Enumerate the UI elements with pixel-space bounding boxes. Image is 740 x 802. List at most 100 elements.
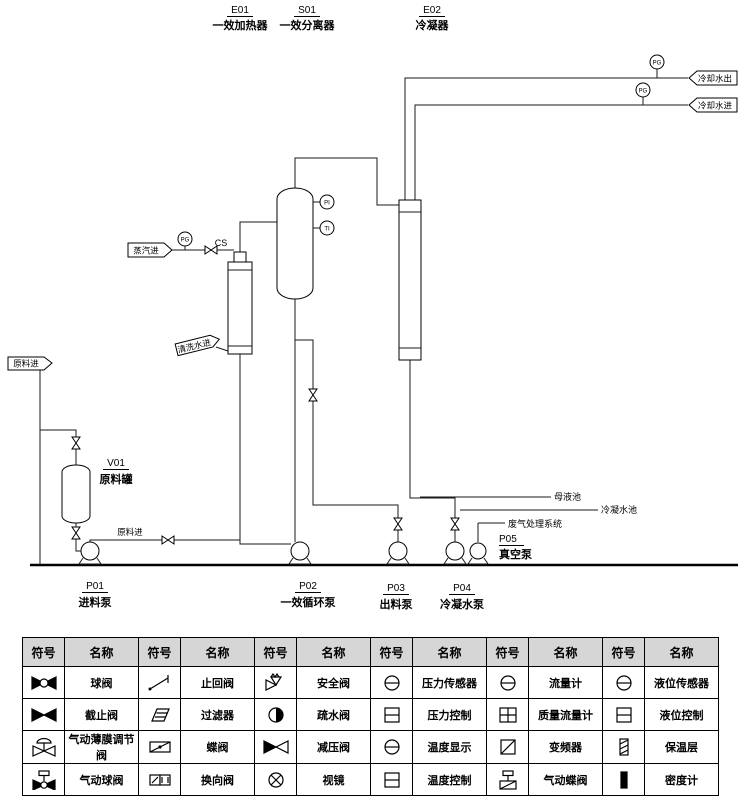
equipment-name-e01: 一效加热器 <box>213 18 269 32</box>
steam-in-flag-label: 蒸汽进 <box>133 246 159 256</box>
pneumatic-diaphragm-control-valve-icon <box>29 737 59 757</box>
equipment-name-p05: 真空泵 <box>499 547 532 561</box>
pressure-control-icon <box>377 706 407 723</box>
cw-out-gauge-label: PG <box>653 61 662 67</box>
vfd-icon <box>493 738 523 755</box>
separator-temp-indicator-icon <box>319 220 335 236</box>
legend-header-symbol: 符号 <box>22 637 65 667</box>
pressure-sensor-icon <box>377 674 407 691</box>
legend-name-cell: 密度计 <box>644 763 719 796</box>
butterfly-valve-icon <box>145 738 175 755</box>
legend-table: 符号名称符号名称符号名称符号名称符号名称符号名称球阀止回阀安全阀压力传感器流量计… <box>22 637 719 796</box>
legend-header-symbol: 符号 <box>370 637 413 667</box>
steam-gauge-label: PG <box>181 238 190 244</box>
legend-header-name: 名称 <box>644 637 719 667</box>
flow-meter-icon <box>493 674 523 691</box>
legend-symbol-cell <box>370 763 413 796</box>
pump-p04-symbol <box>443 541 467 565</box>
legend-symbol-cell <box>22 730 65 764</box>
legend-symbol-cell <box>254 730 297 764</box>
legend-header-name: 名称 <box>412 637 487 667</box>
legend-symbol-cell <box>254 698 297 731</box>
level-sensor-icon <box>609 674 639 691</box>
separator-pressure-indicator-icon <box>319 194 335 210</box>
steam-pressure-gauge-icon <box>177 231 193 247</box>
legend-symbol-cell <box>602 763 645 796</box>
legend-name-cell: 气动蝶阀 <box>528 763 603 796</box>
legend-symbol-cell <box>254 763 297 796</box>
equipment-tag-p01: P01 <box>86 581 104 592</box>
legend-name-cell: 换向阀 <box>180 763 255 796</box>
equipment-name-e02: 冷凝器 <box>416 18 450 32</box>
legend-row: 气动球阀换向阀视镜温度控制气动蝶阀密度计 <box>22 763 719 796</box>
cw-in-gauge-icon <box>635 82 651 98</box>
legend-header-name: 名称 <box>528 637 603 667</box>
equipment-tag-s01: S01 <box>298 5 316 16</box>
mass-flow-meter-icon <box>493 706 523 723</box>
legend-name-cell: 安全阀 <box>296 666 371 699</box>
pump-p05-symbol <box>467 542 489 565</box>
temperature-control-icon <box>377 771 407 788</box>
stream-flags: 蒸汽进 清洗水进 原料进 冷却水出 冷却水进 <box>7 70 738 371</box>
legend-name-cell: 止回阀 <box>180 666 255 699</box>
raw-material-flag-icon <box>7 356 53 371</box>
legend-symbol-cell <box>138 698 181 731</box>
legend-name-cell: 过滤器 <box>180 698 255 731</box>
legend-symbol-cell <box>370 698 413 731</box>
pump-symbols <box>78 541 489 565</box>
ball-valve-icon <box>29 674 59 691</box>
legend-name-cell: 流量计 <box>528 666 603 699</box>
legend-header-name: 名称 <box>64 637 139 667</box>
legend-name-cell: 气动薄膜调节阀 <box>64 730 139 764</box>
legend-symbol-cell <box>602 666 645 699</box>
wash-water-flag-icon: 清洗水进 <box>174 334 221 357</box>
equipment-tag-p04: P04 <box>453 583 471 594</box>
legend-symbol-cell <box>254 666 297 699</box>
equipment-name-s01: 一效分离器 <box>280 18 336 32</box>
legend-name-cell: 球阀 <box>64 666 139 699</box>
legend-symbol-cell <box>486 730 529 764</box>
pump-p02-symbol <box>288 541 312 565</box>
check-valve-icon <box>145 674 175 691</box>
legend-symbol-cell <box>486 763 529 796</box>
feed-valve-icon <box>161 535 175 545</box>
raw-material-flag-label: 原料进 <box>13 359 39 369</box>
equipment-name-v01: 原料罐 <box>100 472 133 486</box>
cooling-water-out-flag-icon <box>688 70 738 86</box>
legend-name-cell: 质量流量计 <box>528 698 603 731</box>
callout-waste-gas: 废气处理系统 <box>508 518 562 529</box>
p04-suction-valve-icon <box>450 517 460 531</box>
piping-network <box>39 69 688 565</box>
legend-name-cell: 截止阀 <box>64 698 139 731</box>
valve-symbols <box>71 245 460 545</box>
legend-header-symbol: 符号 <box>486 637 529 667</box>
cw-out-gauge-icon <box>649 54 665 70</box>
legend-symbol-cell <box>22 763 65 796</box>
legend-name-cell: 液位传感器 <box>644 666 719 699</box>
legend-name-cell: 保温层 <box>644 730 719 764</box>
cooling-water-in-flag-icon <box>688 97 738 113</box>
legend-name-cell: 气动球阀 <box>64 763 139 796</box>
legend-name-cell: 温度控制 <box>412 763 487 796</box>
p03-suction-valve-icon <box>393 517 403 531</box>
pump-p01-symbol <box>78 541 102 565</box>
legend-symbol-cell <box>486 666 529 699</box>
legend-symbol-cell <box>370 666 413 699</box>
equipment-tag-v01: V01 <box>107 458 125 469</box>
density-meter-icon <box>609 770 639 789</box>
legend-header-name: 名称 <box>296 637 371 667</box>
legend-symbol-cell <box>138 763 181 796</box>
legend-name-cell: 液位控制 <box>644 698 719 731</box>
legend-header-name: 名称 <box>180 637 255 667</box>
safety-valve-icon <box>261 672 291 691</box>
stop-valve-icon <box>29 706 59 723</box>
reversing-valve-icon <box>145 771 175 788</box>
equipment-tag-p03: P03 <box>387 583 405 594</box>
tank-inlet-valve-icon <box>71 436 81 450</box>
equipment-name-p01: 进料泵 <box>79 595 112 609</box>
legend-symbol-cell <box>602 698 645 731</box>
equipment-tag-e02: E02 <box>423 5 441 16</box>
heater-vessel <box>227 251 253 355</box>
steam-connection-label: CS <box>215 238 228 248</box>
legend-name-cell: 压力传感器 <box>412 666 487 699</box>
